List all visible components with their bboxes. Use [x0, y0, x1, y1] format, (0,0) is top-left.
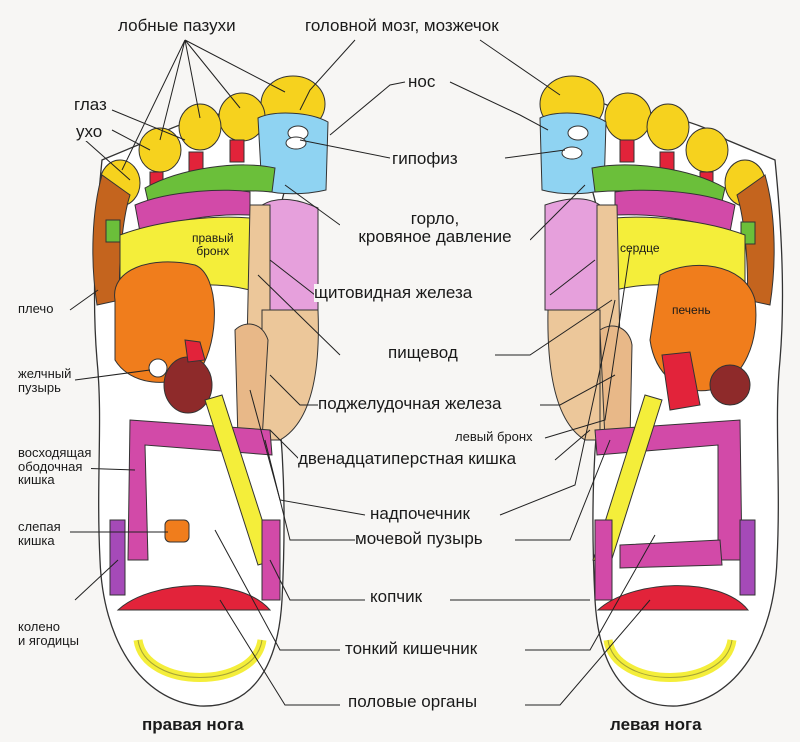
label-left-bronchus: левый бронх [455, 429, 533, 444]
label-ascending-colon-line2: ободочная [18, 458, 83, 474]
label-right-bronchus: правый бронх [192, 232, 234, 257]
label-ascending-colon-line1: восходящая [18, 445, 92, 460]
label-cecum-line1: слепая [18, 519, 61, 534]
right-toe-3 [178, 103, 222, 151]
label-knee-line1: колено [18, 619, 61, 634]
label-cecum-line2: кишка [18, 532, 55, 548]
right-brain-zone [257, 112, 329, 195]
label-adrenal: надпочечник [370, 504, 470, 523]
label-cecum: слепая кишка [18, 519, 61, 548]
left-foot [539, 75, 784, 707]
label-right-bronchus-line2: бронх [196, 243, 230, 258]
label-brain: головной мозг, мозжечок [305, 16, 499, 35]
label-pituitary: гипофиз [392, 149, 458, 168]
label-right-foot: правая нога [142, 715, 244, 734]
label-frontal-sinuses: лобные пазухи [118, 16, 236, 35]
label-liver: печень [672, 303, 711, 317]
leader-lines [69, 39, 656, 706]
label-throat-line2: кровяное давление [358, 226, 512, 246]
label-throat: горло, кровяное давление [340, 210, 530, 246]
label-shoulder: плечо [18, 301, 54, 316]
label-small-intestine: тонкий кишечник [345, 639, 478, 658]
right-foot [92, 75, 329, 707]
right-toe-2 [218, 92, 266, 142]
label-eye: глаз [74, 95, 107, 114]
label-bladder: мочевой пузырь [355, 529, 483, 548]
label-knee-line2: и ягодицы [18, 632, 79, 648]
label-left-foot: левая нога [610, 715, 702, 734]
label-coccyx: копчик [370, 587, 423, 606]
label-knee: колено и ягодицы [18, 619, 79, 648]
label-ascending-colon: восходящая ободочная кишка [18, 445, 92, 488]
label-ascending-colon-line3: кишка [18, 472, 55, 488]
label-gallbladder: желчный пузырь [18, 366, 72, 395]
label-heart: сердце [620, 241, 660, 255]
label-right-bronchus-line1: правый [192, 231, 234, 245]
label-nose: нос [408, 72, 436, 91]
label-thyroid: щитовидная железа [314, 283, 473, 302]
label-throat-line1: горло, [410, 209, 460, 228]
label-esophagus: пищевод [388, 343, 458, 362]
label-ear: ухо [76, 122, 103, 141]
right-toe-4 [138, 127, 182, 173]
label-pancreas: поджелудочная железа [318, 394, 502, 413]
label-gallbladder-line1: желчный [18, 366, 72, 381]
label-duodenum: двенадцатиперстная кишка [298, 449, 517, 468]
right-heel-red [116, 585, 272, 611]
label-gallbladder-line2: пузырь [18, 379, 61, 395]
label-genitals: половые органы [348, 692, 478, 711]
